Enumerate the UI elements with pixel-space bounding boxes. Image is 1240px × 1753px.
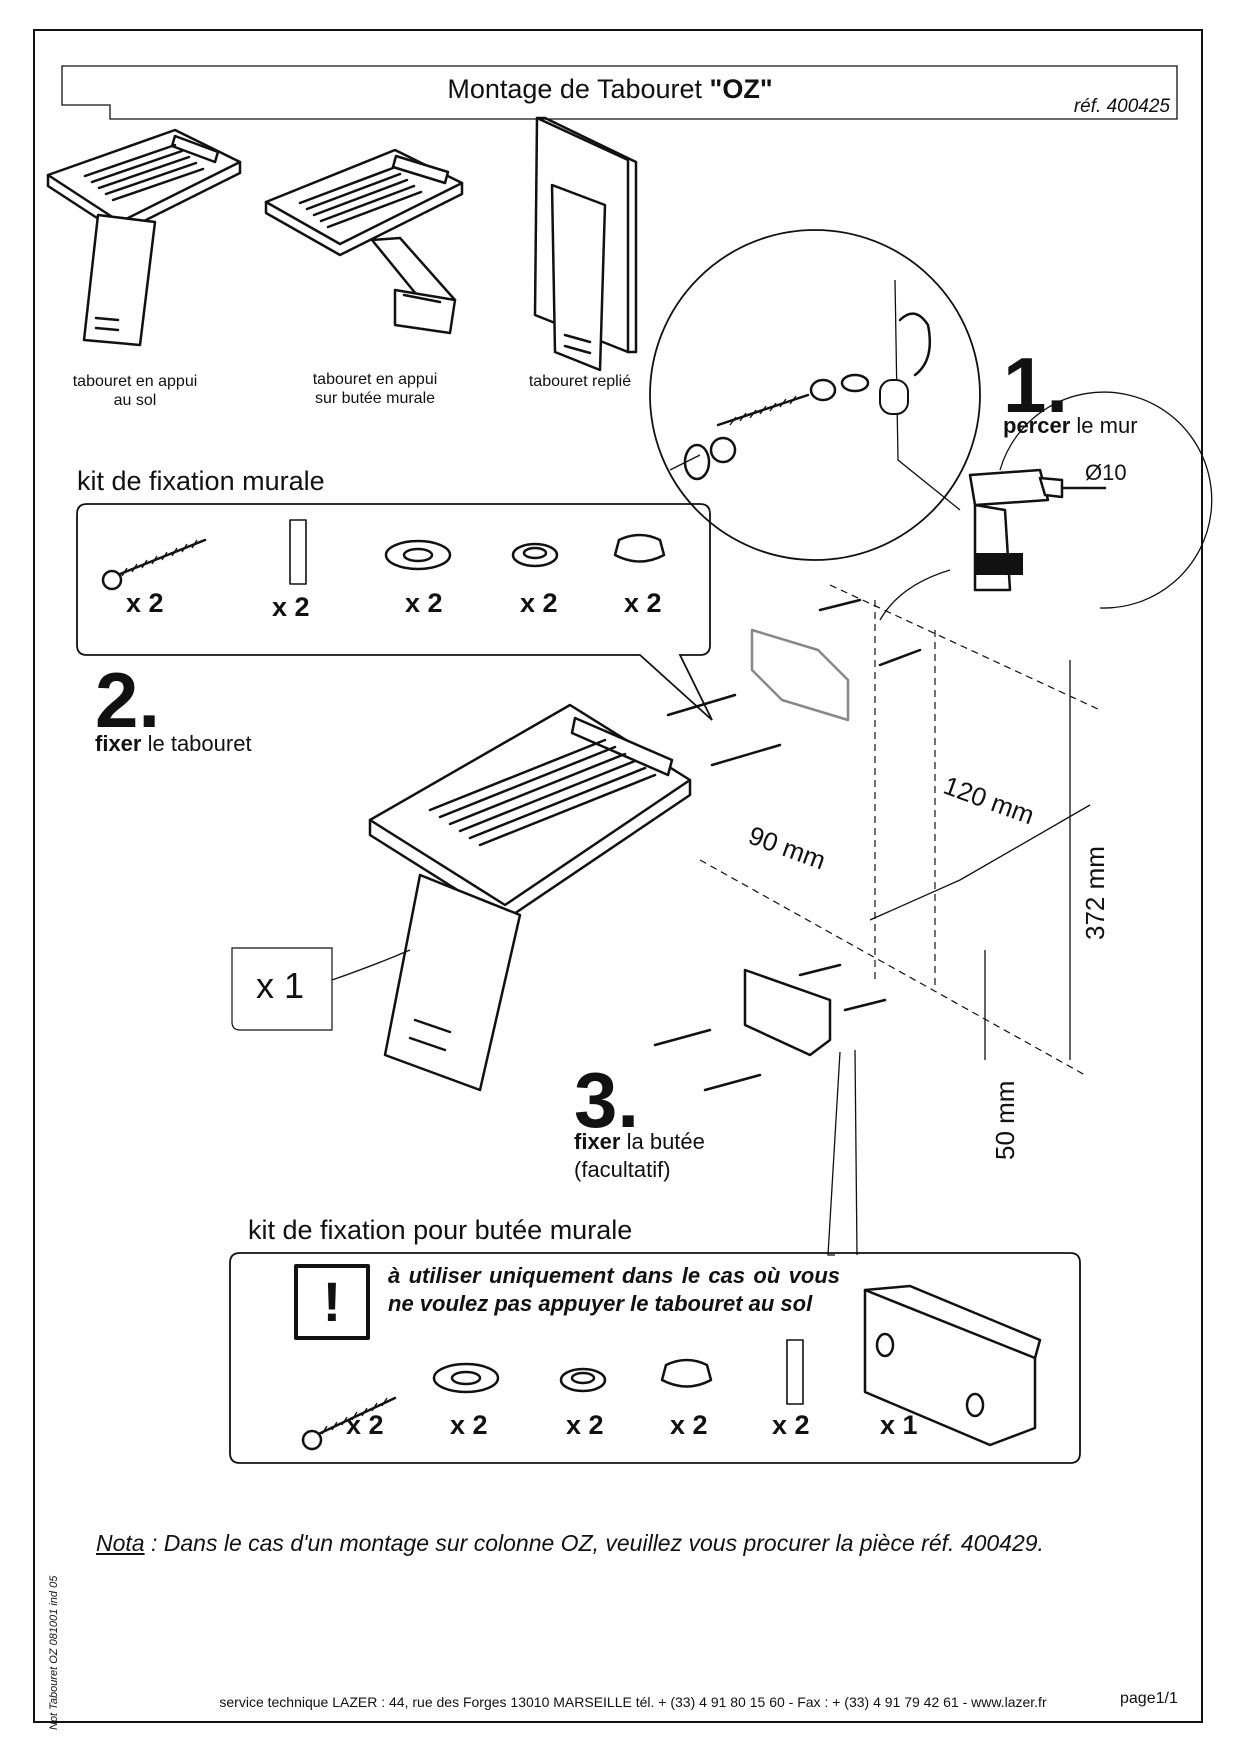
step3-text: fixer la butée xyxy=(574,1129,705,1154)
page-number: page1/1 xyxy=(1120,1690,1178,1707)
stop-kit-qty-cupwasher: x 2 xyxy=(566,1410,604,1440)
stool-wallstop-illustration xyxy=(264,148,464,335)
page-title: Montage de Tabouret "OZ" xyxy=(300,74,920,105)
stop-kit-box xyxy=(229,1252,1081,1464)
step1-number: 1. xyxy=(1003,341,1069,429)
dimension-372: 372 mm xyxy=(1080,846,1110,940)
main-stool-illustration xyxy=(231,703,692,1092)
reference-number: réf. 400425 xyxy=(1073,96,1170,117)
stop-kit-title: kit de fixation pour butée murale xyxy=(248,1215,633,1245)
step2-text: fixer le tabouret xyxy=(95,731,252,756)
header-box xyxy=(61,65,1178,120)
title-model: "OZ" xyxy=(709,74,773,104)
stop-kit-qty-washer: x 2 xyxy=(450,1410,488,1440)
position-caption-folded: tabouret replié xyxy=(528,373,632,390)
warning-icon: ! xyxy=(322,1270,342,1333)
wall-mount-and-dimensions xyxy=(653,584,1101,1256)
warning-icon-box xyxy=(294,1264,370,1340)
stool-qty: x 1 xyxy=(256,965,305,1006)
stop-kit-qty-plug: x 2 xyxy=(772,1410,810,1440)
footer-contact: service technique LAZER : 44, rue des Fo… xyxy=(219,1694,1047,1710)
dimension-50: 50 mm xyxy=(990,1080,1020,1160)
stop-kit-qty-cap: x 2 xyxy=(670,1410,708,1440)
wall-kit-qty-screw: x 2 xyxy=(126,588,164,618)
stop-kit-icons xyxy=(301,1284,1042,1451)
wall-kit-qty-washer: x 2 xyxy=(405,588,443,618)
nota-note: Nota : Dans le cas d'un montage sur colo… xyxy=(96,1530,1044,1556)
wall-kit-qty-plug: x 2 xyxy=(272,592,310,622)
wall-kit-box xyxy=(76,503,713,721)
wall-kit-title: kit de fixation murale xyxy=(77,466,325,496)
drill-circle xyxy=(879,391,1213,621)
title-prefix: Montage de Tabouret xyxy=(447,74,710,104)
document-code: Not Tabouret OZ 081001 ind 05 xyxy=(48,1575,60,1730)
stool-folded-illustration xyxy=(533,116,638,372)
drill-detail-circle xyxy=(649,229,981,561)
wall-kit-icons xyxy=(101,519,666,591)
wall-kit-qty-cap: x 2 xyxy=(624,588,662,618)
step1-text: percer le mur xyxy=(1003,413,1138,438)
page-frame xyxy=(33,29,1203,1723)
stop-kit-qty-screw: x 2 xyxy=(346,1410,384,1440)
step3-note: (facultatif) xyxy=(574,1157,671,1182)
wall-kit-qty-cupwasher: x 2 xyxy=(520,588,558,618)
stool-floor-illustration xyxy=(46,128,242,347)
step3-number: 3. xyxy=(574,1056,640,1144)
step2-number: 2. xyxy=(95,656,161,744)
stop-kit-qty-block: x 1 xyxy=(880,1410,918,1440)
stop-kit-warning: à utiliser uniquement dans le cas où vou… xyxy=(388,1263,840,1316)
drill-diameter: Ø10 xyxy=(1085,460,1127,485)
